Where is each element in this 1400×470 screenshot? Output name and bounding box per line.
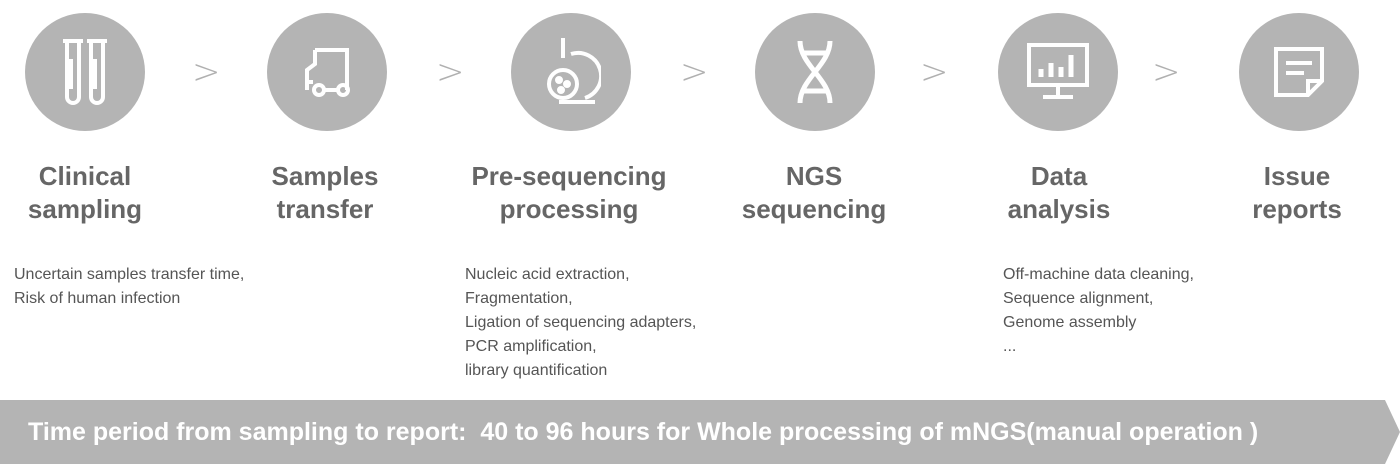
step-circle-pre-sequencing [511, 13, 631, 131]
arrow-2: > [436, 52, 465, 92]
title-line: Issue [1263, 161, 1331, 191]
desc-line: PCR amplification, [465, 338, 597, 355]
desc-line: Off-machine data cleaning, [1003, 266, 1194, 283]
desc-preseq: Nucleic acid extraction, Fragmentation, … [465, 263, 696, 383]
desc-line: Sequence alignment, [1003, 290, 1154, 307]
title-line: transfer [276, 194, 374, 224]
desc-line: Genome assembly [1003, 314, 1137, 331]
title-line: Clinical [38, 161, 132, 191]
step-circle-ngs [755, 13, 875, 131]
step-circle-clinical-sampling [25, 13, 145, 131]
desc-line: Ligation of sequencing adapters, [465, 314, 697, 331]
monitor-chart-icon [1027, 43, 1089, 99]
arrow-4: > [920, 52, 949, 92]
step-circle-data-analysis [998, 13, 1118, 131]
test-tubes-icon [63, 39, 107, 105]
truck-icon [305, 48, 350, 97]
title-line: Pre-sequencing [471, 161, 667, 191]
banner-text: Time period from sampling to report: 40 … [28, 417, 1259, 446]
title-line: sampling [27, 194, 143, 224]
title-line: Data [1030, 161, 1088, 191]
title-line: sequencing [741, 194, 887, 224]
title-line: reports [1252, 194, 1342, 224]
desc-line: Uncertain samples transfer time, [14, 266, 245, 283]
report-icon [1274, 47, 1324, 97]
title-line: analysis [1007, 194, 1111, 224]
desc-line: Risk of human infection [14, 290, 181, 307]
arrow-3: > [680, 52, 709, 92]
desc-line: Fragmentation, [465, 290, 573, 307]
desc-line: ... [1003, 338, 1017, 355]
microscope-icon [547, 38, 601, 104]
title-line: Samples [271, 161, 379, 191]
title-line: processing [499, 194, 639, 224]
time-period-banner: Time period from sampling to report: 40 … [0, 400, 1400, 464]
desc-line: library quantification [465, 362, 608, 379]
desc-line: Nucleic acid extraction, [465, 266, 630, 283]
desc-analysis: Off-machine data cleaning, Sequence alig… [1003, 263, 1194, 359]
arrow-1: > [192, 52, 221, 92]
arrow-5: > [1152, 52, 1181, 92]
title-line: NGS [785, 161, 843, 191]
desc-sampling: Uncertain samples transfer time, Risk of… [14, 263, 244, 311]
step-circle-issue-reports [1239, 13, 1359, 131]
step-circle-samples-transfer [267, 13, 387, 131]
dna-icon [797, 40, 833, 104]
